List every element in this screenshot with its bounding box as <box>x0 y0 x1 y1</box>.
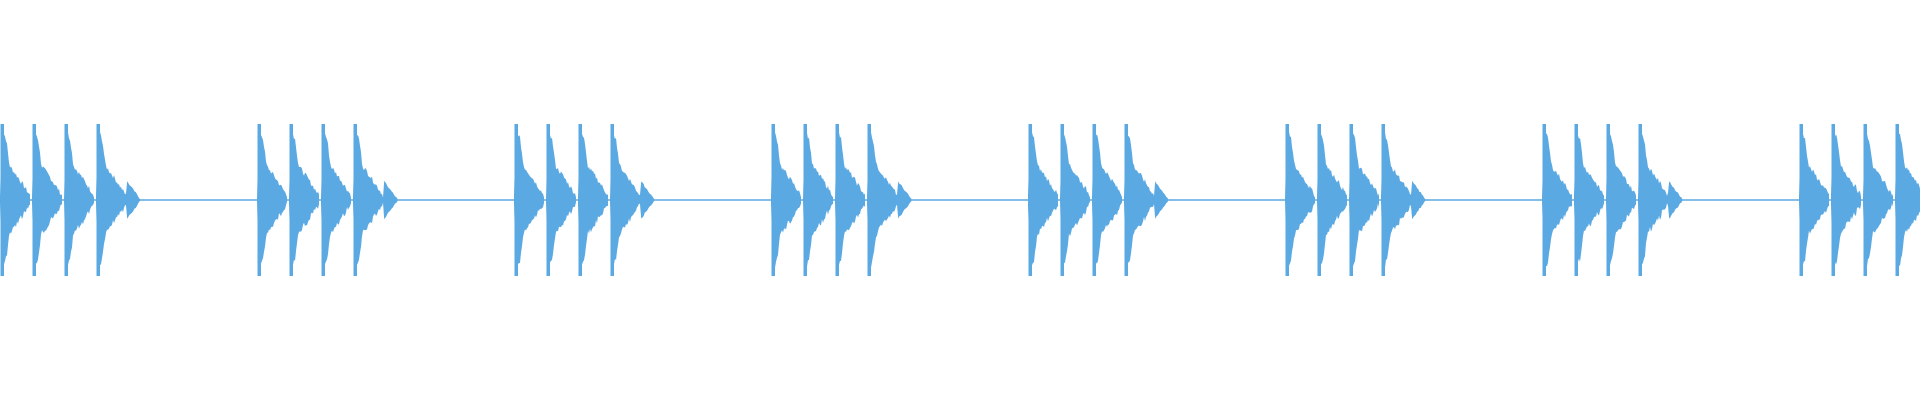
waveform-transient <box>1574 124 1578 276</box>
waveform-transient <box>64 124 68 276</box>
waveform-pulse <box>1381 130 1426 269</box>
waveform-transient <box>1381 124 1385 276</box>
waveform-transient <box>1124 124 1128 276</box>
waveform-pulse <box>1092 128 1122 272</box>
waveform-pulse <box>1317 127 1347 272</box>
waveform-transient <box>289 124 293 276</box>
waveform-residual <box>1160 197 1168 203</box>
waveform-pulse <box>289 131 319 269</box>
waveform-residual <box>389 197 397 203</box>
waveform-pulse <box>803 131 833 269</box>
waveform-pulse <box>1124 129 1169 271</box>
waveform-transient <box>96 124 100 276</box>
waveform-transient <box>1863 124 1867 276</box>
waveform-transient <box>1349 124 1353 276</box>
waveform-pulse <box>578 130 608 270</box>
waveform-pulse <box>1863 129 1893 270</box>
waveform-pulse <box>1574 129 1604 271</box>
waveform-transient <box>803 124 807 276</box>
waveform-pulse <box>0 130 30 269</box>
waveform-pulses <box>0 124 1920 276</box>
waveform-transient <box>546 124 550 276</box>
waveform-pulse <box>546 126 576 272</box>
waveform-pulse <box>1542 127 1572 271</box>
waveform-pulse <box>1831 126 1861 274</box>
waveform-transient <box>257 124 261 276</box>
waveform-transient <box>32 124 36 276</box>
waveform-transient <box>514 124 518 276</box>
waveform-pulse <box>514 127 544 272</box>
waveform-pulse <box>1638 131 1683 268</box>
waveform-transient <box>1028 124 1032 276</box>
waveform-transient <box>0 124 4 276</box>
waveform-pulse <box>1606 128 1636 270</box>
waveform-transient <box>1895 124 1899 276</box>
waveform-transient <box>610 124 614 276</box>
waveform-pulse <box>1285 130 1315 269</box>
waveform-transient <box>353 124 357 276</box>
waveform-transient <box>1060 124 1064 276</box>
waveform-pulse <box>1028 127 1058 272</box>
waveform-transient <box>1799 124 1803 276</box>
waveform-pulse <box>64 129 94 269</box>
waveform-transient <box>1638 124 1642 276</box>
waveform-pulse <box>1799 127 1829 271</box>
waveform-transient <box>1831 124 1835 276</box>
waveform-residual <box>646 197 654 203</box>
waveform-transient <box>1092 124 1096 276</box>
waveform-residual <box>1674 197 1682 203</box>
waveform-transient <box>867 124 871 276</box>
waveform-pulse <box>257 128 287 270</box>
waveform-pulse <box>96 128 141 270</box>
waveform-pulse <box>1895 128 1920 271</box>
waveform-pulse <box>1060 129 1090 268</box>
waveform-transient <box>835 124 839 276</box>
waveform-pulse <box>835 130 865 270</box>
waveform-residual <box>132 197 140 203</box>
waveform-transient <box>578 124 582 276</box>
waveform-transient <box>1542 124 1546 276</box>
waveform-pulse <box>32 128 62 270</box>
waveform-pulse <box>1349 126 1379 272</box>
waveform-transient <box>771 124 775 276</box>
waveform-pulse <box>353 129 398 271</box>
waveform-pulse <box>771 130 801 270</box>
waveform-pulse <box>610 126 655 272</box>
waveform-residual <box>903 197 911 203</box>
waveform-transient <box>321 124 325 276</box>
waveform-residual <box>1417 197 1425 203</box>
waveform-transient <box>1285 124 1289 276</box>
waveform-transient <box>1606 124 1610 276</box>
waveform-pulse <box>321 127 351 271</box>
waveform-transient <box>1317 124 1321 276</box>
waveform-pulse <box>867 129 912 268</box>
